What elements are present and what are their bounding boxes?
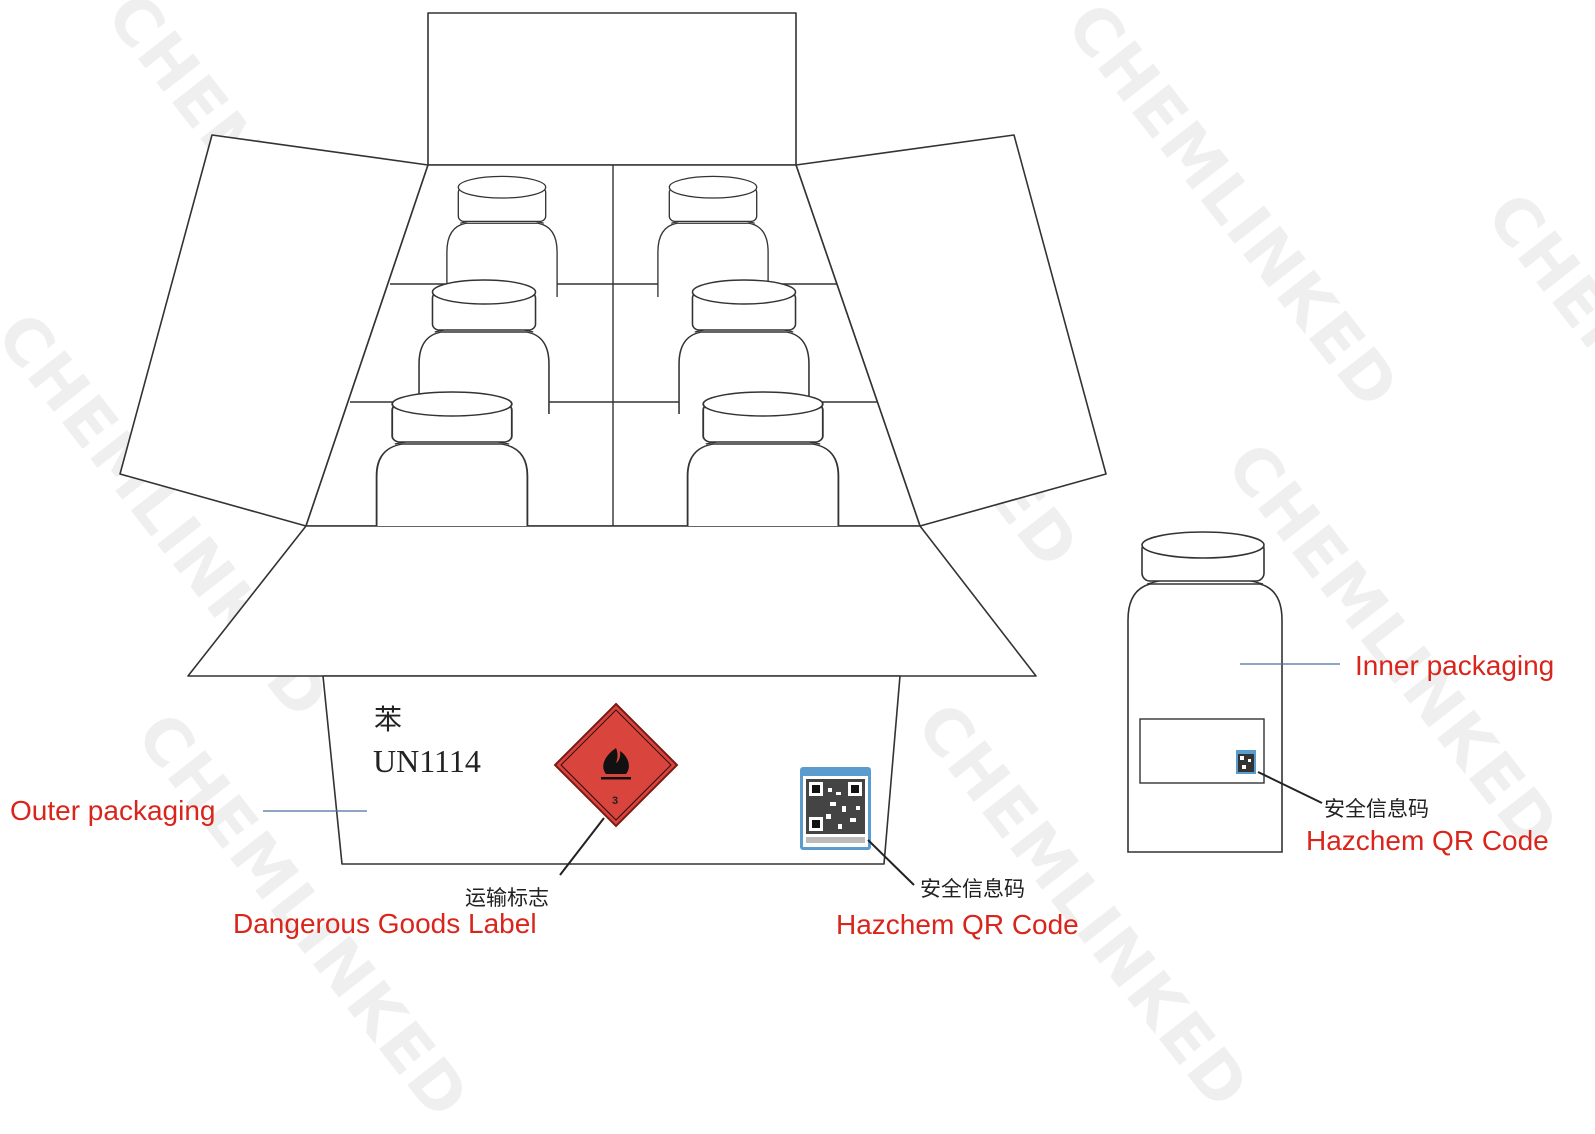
bottle-qr-label-en: Hazchem QR Code (1306, 825, 1549, 856)
bottle-qr-leader (1257, 771, 1323, 804)
box-qr-leader (867, 839, 915, 886)
inner-bottle (1127, 531, 1283, 853)
bottle-qr-code (1236, 750, 1256, 774)
jar-5 (375, 391, 529, 527)
inner-packaging-label: Inner packaging (1355, 650, 1555, 681)
jar-6 (686, 391, 840, 527)
jar-2 (657, 175, 769, 298)
un-number: UN1114 (373, 743, 481, 779)
bottle-qr-label-cn: 安全信息码 (1324, 797, 1429, 821)
flame-icon (601, 748, 631, 780)
box-qr-code (800, 767, 871, 850)
back-flap (427, 12, 797, 166)
dangerous-goods-leader (559, 817, 605, 876)
dangerous-goods-label-en: Dangerous Goods Label (233, 908, 537, 939)
box-qr-label-cn: 安全信息码 (920, 877, 1025, 901)
outer-packaging-label: Outer packaging (10, 795, 216, 826)
product-name-cn: 苯 (374, 703, 403, 736)
box-qr-label-en: Hazchem QR Code (836, 909, 1079, 940)
hazard-class-number: 3 (612, 795, 619, 807)
packaging-diagram (119, 12, 1340, 886)
dangerous-goods-label (553, 702, 679, 828)
dangerous-goods-label-cn: 运输标志 (465, 886, 549, 910)
front-flap (187, 525, 1037, 677)
jar-1 (446, 175, 558, 298)
